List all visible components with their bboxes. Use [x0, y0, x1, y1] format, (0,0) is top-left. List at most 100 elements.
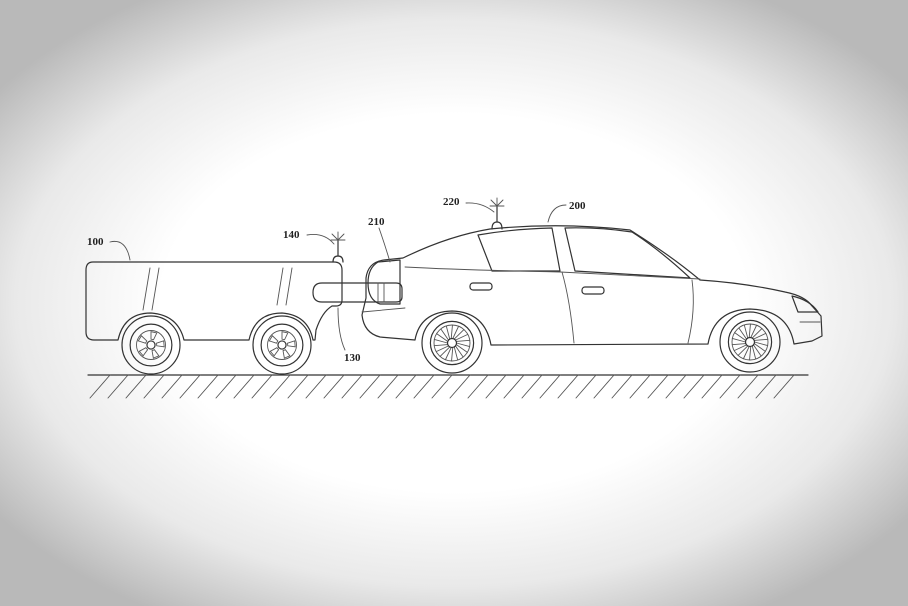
- hatch-line: [449, 374, 471, 399]
- wheel-spoke: [439, 346, 451, 357]
- leader-100: [109, 240, 131, 261]
- vehicle: [361, 197, 823, 346]
- hatch-line: [215, 374, 237, 399]
- wheel-spoke: [156, 340, 165, 348]
- hatch-line: [521, 374, 543, 399]
- wheel-spoke: [731, 343, 747, 346]
- leader-210: [378, 227, 391, 263]
- vehicle-door-seam: [561, 271, 575, 344]
- towing-unit-body: [85, 261, 343, 341]
- hatch-line: [359, 374, 381, 399]
- wheel-spoke: [455, 344, 468, 353]
- leader-lines: [109, 202, 567, 351]
- wheel-spoke: [754, 341, 769, 347]
- towing-unit-highlight: [285, 267, 293, 306]
- wheel-spoke: [742, 345, 750, 360]
- vehicle-rear-window: [477, 227, 561, 272]
- wheel-spoke: [751, 328, 763, 339]
- wheel-spoke: [452, 325, 460, 340]
- hatch-line: [755, 374, 777, 399]
- hatch-line: [467, 374, 489, 399]
- wheel-spoke: [269, 347, 280, 357]
- hatch-line: [377, 374, 399, 399]
- hatch-line: [665, 374, 687, 399]
- wheel-spoke: [752, 332, 767, 340]
- towing-unit: [85, 231, 403, 341]
- wheel-spoke: [749, 345, 752, 361]
- hatch-line: [89, 374, 111, 399]
- wheel-spoke: [436, 333, 449, 342]
- hatch-line: [485, 374, 507, 399]
- leader-140: [306, 233, 335, 245]
- hatch-line: [719, 374, 741, 399]
- hatch-line: [539, 374, 561, 399]
- wheel-spoke: [281, 331, 289, 341]
- wheel-spoke: [454, 333, 469, 341]
- towing-unit-antenna: [330, 231, 346, 263]
- ground: [87, 374, 809, 399]
- hatch-line: [773, 374, 795, 399]
- towing-unit-front-wheel: [252, 315, 312, 375]
- vehicle-door-seam: [687, 279, 694, 344]
- hatch-line: [575, 374, 597, 399]
- hatch-line: [629, 374, 651, 399]
- ground-hatching: [89, 374, 795, 399]
- wheel-spoke: [282, 349, 291, 359]
- wheel-spoke: [138, 347, 149, 357]
- vehicle-beltline: [404, 266, 701, 280]
- wheel-spoke: [731, 337, 746, 343]
- coupler-arm: [312, 282, 403, 303]
- ref-label-210: 210: [368, 216, 385, 228]
- wheel-spoke: [450, 324, 453, 340]
- hatch-line: [737, 374, 759, 399]
- hatch-line: [251, 374, 273, 399]
- leader-130: [337, 307, 346, 351]
- vehicle-bumper-line: [361, 307, 406, 313]
- ref-label-200: 200: [569, 200, 586, 212]
- wheel-spoke: [750, 324, 758, 339]
- hatch-line: [125, 374, 147, 399]
- rear-door-handle: [469, 282, 493, 291]
- ref-label-140: 140: [283, 229, 300, 241]
- hatch-line: [341, 374, 363, 399]
- ref-label-130: 130: [344, 352, 361, 364]
- hatch-line: [593, 374, 615, 399]
- vehicle-rear-wheel: [421, 312, 483, 374]
- front-door-handle: [581, 286, 605, 295]
- wheel-spoke: [752, 344, 762, 357]
- vehicle-hitch: [367, 259, 401, 305]
- wheel-spoke: [445, 325, 451, 340]
- wheel-spoke: [151, 349, 160, 359]
- wheel-spoke: [435, 345, 450, 353]
- reference-numerals: 100 140 130 210 220 200: [87, 196, 586, 364]
- hatch-line: [287, 374, 309, 399]
- wheel-spoke: [753, 338, 769, 341]
- wheel-spoke: [440, 328, 450, 341]
- wheel-spoke: [150, 331, 158, 341]
- vehicle-front-window: [564, 227, 691, 279]
- hatch-line: [611, 374, 633, 399]
- hatch-line: [269, 374, 291, 399]
- wheels: [121, 311, 781, 375]
- hatch-line: [305, 374, 327, 399]
- hatch-line: [431, 374, 453, 399]
- towing-unit-highlight: [151, 267, 160, 311]
- ref-label-220: 220: [443, 196, 460, 208]
- towing-unit-highlight: [142, 267, 151, 311]
- vehicle-front-wheel: [719, 311, 781, 373]
- hatch-line: [413, 374, 435, 399]
- wheel-spoke: [453, 346, 459, 361]
- wheel-spoke: [444, 346, 452, 361]
- towing-unit-rear-wheel: [121, 315, 181, 375]
- hatch-line: [179, 374, 201, 399]
- wheel-spoke: [733, 344, 748, 352]
- wheel-spoke: [451, 346, 454, 362]
- wheel-spoke: [455, 339, 471, 342]
- wheel-spoke: [751, 345, 757, 360]
- towing-unit-highlight: [276, 267, 284, 306]
- wheel-spoke: [734, 332, 747, 341]
- wheel-spoke: [748, 323, 751, 339]
- wheel-spoke: [738, 327, 748, 340]
- wheel-spoke: [287, 340, 296, 348]
